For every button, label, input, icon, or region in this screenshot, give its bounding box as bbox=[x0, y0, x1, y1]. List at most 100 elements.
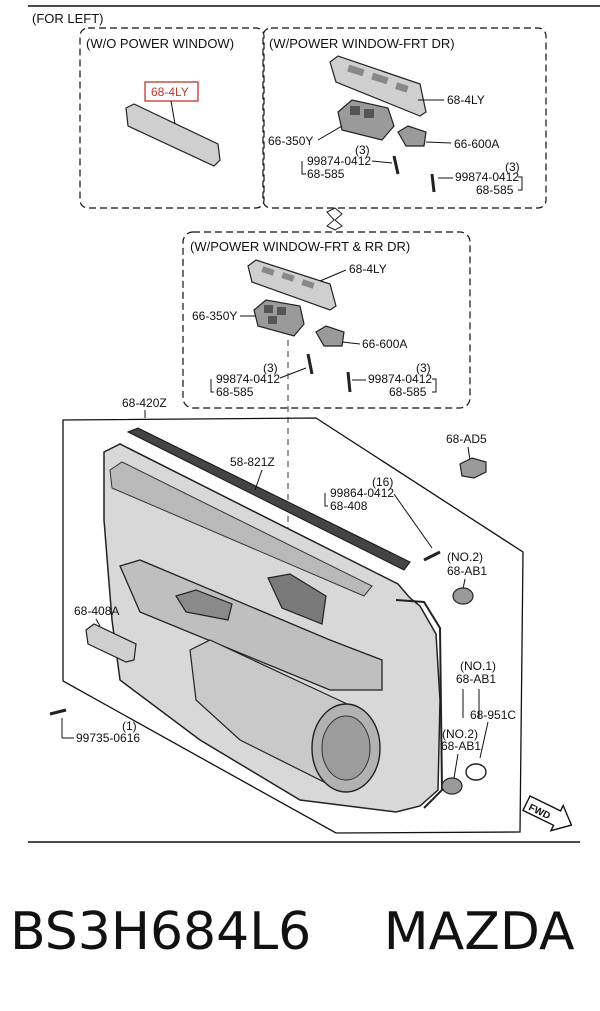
no1: (NO.1) bbox=[460, 659, 496, 673]
door-handle bbox=[175, 589, 233, 621]
switch-66-350y-b-label: 66-350Y bbox=[192, 309, 237, 323]
section-wo-power-box bbox=[79, 27, 265, 209]
continuation-symbol bbox=[326, 207, 343, 231]
qty-a1: (3) bbox=[355, 143, 370, 157]
seal-68-951c-label: 68-951C bbox=[470, 708, 516, 722]
side-label: (FOR LEFT) bbox=[32, 11, 104, 26]
screw-68-408-label: 68-408 bbox=[330, 499, 368, 513]
trim-68-4ly-b-label: 68-4LY bbox=[349, 262, 387, 276]
bracket-b2 bbox=[432, 378, 437, 393]
clip-68-ab1-a bbox=[452, 587, 474, 605]
switch-66-600a-b-label: 66-600A bbox=[362, 337, 407, 351]
door-panel-frame bbox=[62, 417, 524, 834]
leader-screw-99864 bbox=[393, 493, 433, 549]
power-switch-frt-rr bbox=[253, 299, 305, 337]
clip-68-ab1-c-label: 68-AB1 bbox=[441, 739, 481, 753]
weatherstrip bbox=[126, 427, 411, 571]
trim-window-5 bbox=[281, 272, 295, 282]
caption: BS3H684L6 MAZDA bbox=[10, 892, 600, 972]
no2-b: (NO.2) bbox=[442, 727, 478, 741]
bracket-a2 bbox=[518, 176, 523, 191]
clip-68-ad5-label: 68-AD5 bbox=[446, 432, 487, 446]
section-power-frt-rr-box bbox=[182, 231, 471, 409]
trim-window-1 bbox=[347, 64, 365, 77]
door-trim-edge bbox=[395, 599, 444, 809]
panel-68-420z-label: 68-420Z bbox=[122, 396, 167, 410]
switch-66-350y-a-label: 66-350Y bbox=[268, 134, 313, 148]
screw-99735-label: 99735-0616 bbox=[76, 731, 140, 745]
leader-screw-a1 bbox=[371, 160, 393, 164]
leader-66-600a-b bbox=[341, 341, 361, 345]
screw-68-585-b2-label: 68-585 bbox=[389, 385, 427, 399]
screw-68-585-b1-label: 68-585 bbox=[216, 385, 254, 399]
leader-68-ab1-c bbox=[453, 753, 459, 779]
leader-58-821z bbox=[254, 469, 263, 491]
pad-68-408a bbox=[85, 623, 137, 663]
trim-window-6 bbox=[301, 279, 315, 289]
leader-68-ad5 bbox=[467, 446, 471, 461]
clip-68-ab1-a-label: 68-AB1 bbox=[447, 564, 487, 578]
qty-1: (1) bbox=[122, 719, 137, 733]
switch-button-3 bbox=[264, 305, 273, 313]
lock-switch-frt bbox=[397, 125, 427, 147]
screw-68-585-a2-label: 68-585 bbox=[476, 183, 514, 197]
bracket-68-ab1-b bbox=[462, 689, 480, 718]
part-number: BS3H684L6 bbox=[10, 902, 312, 962]
armrest bbox=[119, 559, 383, 691]
trim-68-4ly-a-label: 68-4LY bbox=[447, 93, 485, 107]
lock-switch-frt-rr bbox=[315, 325, 345, 347]
pad-68-408a-label: 68-408A bbox=[74, 604, 119, 618]
speaker-inner bbox=[321, 715, 371, 781]
switch-button-1 bbox=[350, 106, 360, 115]
qty-16: (16) bbox=[372, 475, 393, 489]
door-trim-upper bbox=[109, 461, 373, 597]
power-switch-frt bbox=[337, 99, 395, 141]
leader-68-4ly-highlight bbox=[170, 100, 176, 125]
leader-66-600a-a bbox=[425, 141, 452, 144]
screw-99735 bbox=[49, 708, 67, 716]
screw-99874-a2-label: 99874-0412 bbox=[455, 170, 519, 184]
screw-99874-a1-label: 99874-0412 bbox=[307, 154, 371, 168]
fwd-arrow-icon: FWD bbox=[522, 795, 573, 832]
clip-68-ab1-c bbox=[441, 777, 463, 795]
clip-68-ad5 bbox=[459, 457, 487, 479]
screw-frt-1 bbox=[392, 155, 400, 175]
switch-button-2 bbox=[364, 109, 374, 118]
qty-b2: (3) bbox=[416, 361, 431, 375]
trim-panel-frt-rr bbox=[247, 259, 337, 311]
bracket-a1 bbox=[301, 161, 306, 175]
seal-68-951c bbox=[465, 763, 487, 781]
leader-68-408a bbox=[95, 618, 101, 627]
qty-a2: (3) bbox=[505, 160, 520, 174]
section-power-frt-rr-title: (W/POWER WINDOW-FRT & RR DR) bbox=[190, 239, 410, 254]
brand-name: MAZDA bbox=[383, 902, 575, 962]
section-wo-power-title: (W/O POWER WINDOW) bbox=[86, 36, 234, 51]
trim-panel-wo-power bbox=[125, 103, 221, 167]
leader-screw-b1 bbox=[279, 367, 307, 379]
switch-cutout bbox=[267, 573, 327, 625]
switch-button-5 bbox=[268, 316, 277, 324]
no2-a: (NO.2) bbox=[447, 550, 483, 564]
trim-window-4 bbox=[261, 266, 275, 276]
screw-frt-rr-1 bbox=[306, 353, 314, 375]
leader-68-4ly-b bbox=[319, 269, 347, 282]
trim-window-3 bbox=[395, 82, 409, 93]
leader-66-350y-a bbox=[317, 125, 343, 141]
switch-66-600a-a-label: 66-600A bbox=[454, 137, 499, 151]
section-power-frt-title: (W/POWER WINDOW-FRT DR) bbox=[269, 36, 455, 51]
leader-68-ab1-a bbox=[462, 578, 466, 590]
screw-99864-label: 99864-0412 bbox=[330, 486, 394, 500]
bracket-16 bbox=[324, 493, 328, 507]
leader-68-951c bbox=[479, 721, 489, 759]
trim-68-4ly-highlight-label: 68-4LY bbox=[151, 85, 189, 99]
qty-b1: (3) bbox=[263, 361, 278, 375]
screw-99874-b1-label: 99874-0412 bbox=[216, 372, 280, 386]
screw-99864 bbox=[423, 550, 441, 562]
section-power-frt-box bbox=[262, 27, 547, 209]
parts-diagram: (FOR LEFT) (W/O POWER WINDOW) (W/POWER W… bbox=[28, 5, 600, 843]
screw-frt-rr-2 bbox=[346, 371, 352, 393]
weatherstrip-58-821z-label: 58-821Z bbox=[230, 455, 275, 469]
screw-99874-b2-label: 99874-0412 bbox=[368, 372, 432, 386]
switch-button-4 bbox=[277, 307, 286, 315]
screw-68-585-a1-label: 68-585 bbox=[307, 167, 345, 181]
